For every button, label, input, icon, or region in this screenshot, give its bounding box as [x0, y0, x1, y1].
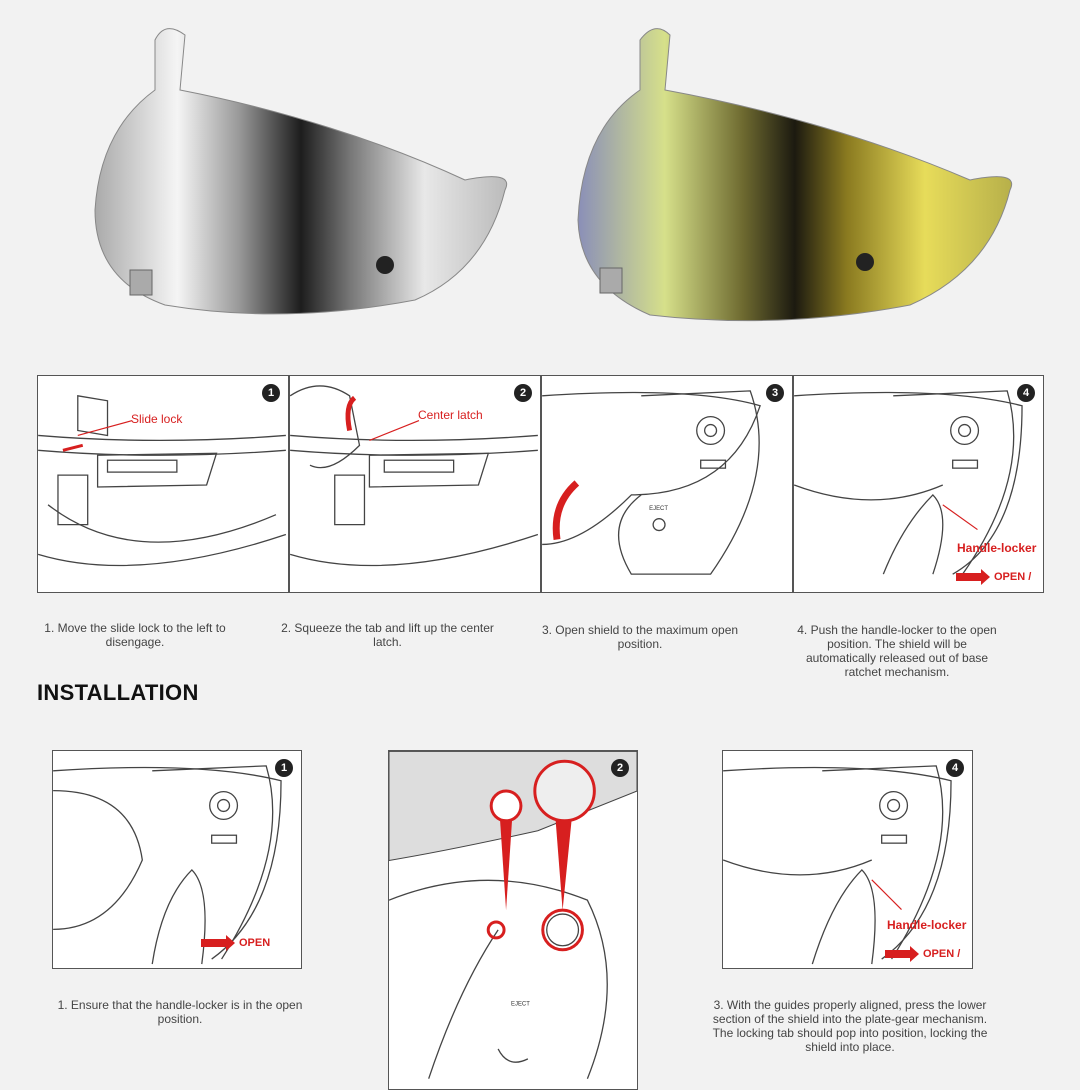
removal-step-1-panel: Slide lock 1 [37, 375, 289, 593]
step-number-badge: 2 [514, 384, 532, 402]
center-latch-label: Center latch [418, 408, 483, 422]
removal-step-3-panel: EJECT 3 [541, 375, 793, 593]
shield-open-diagram: EJECT [542, 390, 761, 575]
silver-visor-image [94, 28, 508, 315]
step-number-badge: 1 [262, 384, 280, 402]
installation-heading: INSTALLATION [37, 680, 199, 705]
installation-step-1-panel: OPEN 1 [52, 750, 302, 969]
guide-alignment-diagram: EJECT [389, 751, 637, 1079]
open-indicator: OPEN [201, 935, 271, 951]
handle-locker-diagram [723, 765, 952, 965]
handle-locker-open-diagram [53, 765, 282, 965]
arrow-right-icon [201, 935, 235, 951]
removal-caption-4: 4. Push the handle-locker to the open po… [797, 623, 997, 679]
handle-locker-label: Handle-locker [957, 541, 1037, 555]
removal-step-4-panel: Handle-locker OPEN / 4 [793, 375, 1044, 593]
slide-lock-label: Slide lock [131, 412, 183, 426]
helmet-center-latch-diagram [290, 385, 539, 567]
open-indicator: OPEN / [885, 946, 961, 962]
removal-caption-1: 1. Move the slide lock to the left to di… [44, 621, 226, 649]
installation-step-2-panel: EJECT 2 [388, 750, 638, 1090]
step-number-badge: 2 [611, 759, 629, 777]
open-indicator: OPEN / [956, 569, 1032, 585]
installation-step-4-panel: Handle-locker OPEN / 4 [722, 750, 973, 969]
step-number-badge: 4 [1017, 384, 1035, 402]
removal-step-2-panel: Center latch 2 [289, 375, 541, 593]
step-number-badge: 4 [946, 759, 964, 777]
gold-visor-image [577, 28, 1013, 322]
removal-caption-3: 3. Open shield to the maximum open posit… [541, 623, 739, 651]
step-number-badge: 3 [766, 384, 784, 402]
eject-label: EJECT [649, 506, 668, 512]
open-label: OPEN / [923, 948, 961, 960]
open-label: OPEN / [994, 571, 1032, 583]
open-label: OPEN [239, 937, 271, 949]
installation-caption-1: 1. Ensure that the handle-locker is in t… [57, 998, 303, 1026]
svg-text:EJECT: EJECT [511, 1001, 530, 1007]
helmet-slide-lock-diagram [38, 395, 287, 567]
removal-caption-2: 2. Squeeze the tab and lift up the cente… [281, 621, 494, 649]
handle-locker-diagram [794, 390, 1023, 575]
step-number-badge: 1 [275, 759, 293, 777]
arrow-right-icon [956, 569, 990, 585]
installation-caption-3: 3. With the guides properly aligned, pre… [712, 998, 988, 1054]
handle-locker-label: Handle-locker [887, 918, 967, 932]
arrow-right-icon [885, 946, 919, 962]
